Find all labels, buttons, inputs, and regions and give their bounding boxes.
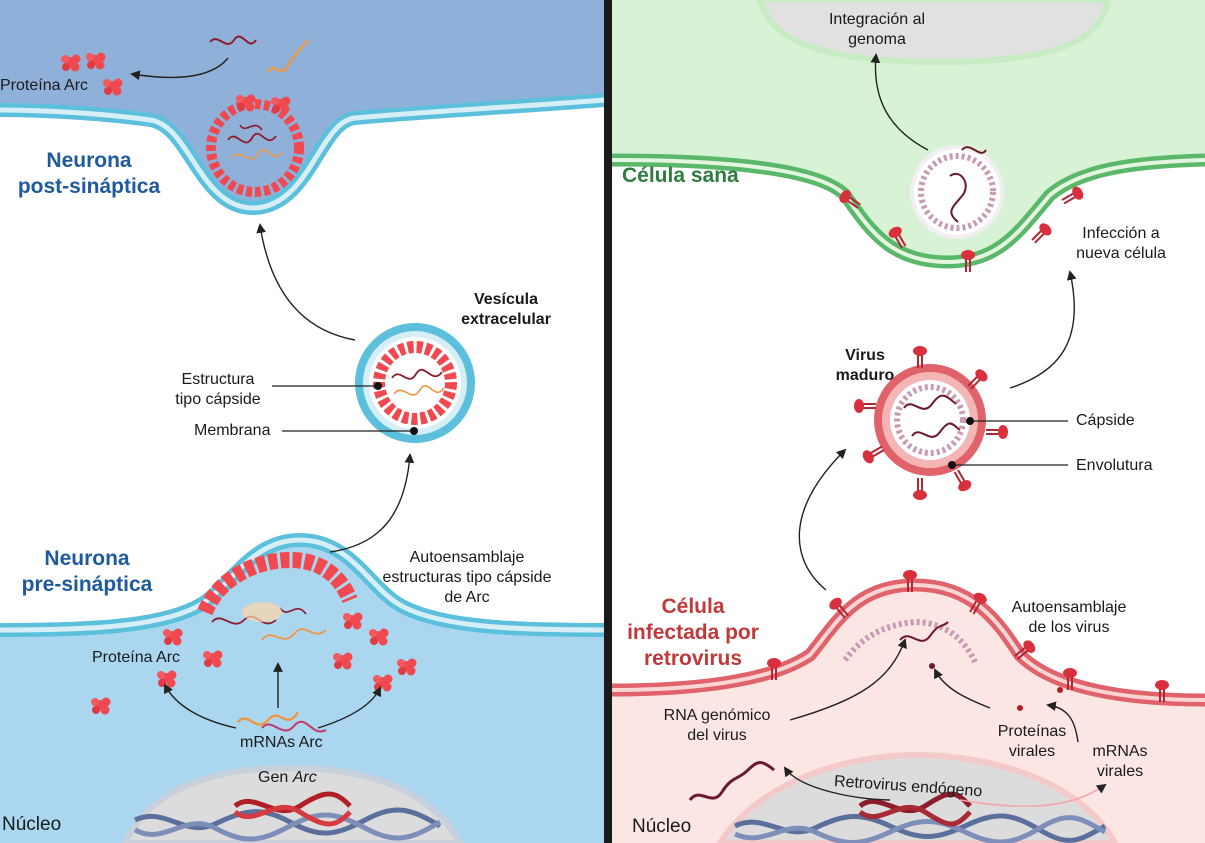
label-integration-line2: genoma bbox=[848, 31, 906, 48]
label-gene-prefix: Gen bbox=[258, 769, 293, 786]
label-mature-virus-line1: Virus bbox=[845, 347, 885, 364]
label-capsid: Cápside bbox=[1076, 412, 1135, 429]
arrow-infection bbox=[1009, 270, 1077, 389]
arc-mrna-top bbox=[209, 35, 257, 45]
genomic-rna bbox=[688, 761, 775, 802]
label-gene-arc: Gen Arc bbox=[258, 768, 317, 788]
label-infection-line2: nueva célula bbox=[1076, 245, 1166, 262]
label-self-assembly-line1: Autoensamblaje bbox=[409, 549, 525, 566]
label-virus-assembly-line1: Autoensamblaje bbox=[1011, 599, 1127, 616]
label-mature-virus: Virus maduro bbox=[820, 346, 910, 386]
entering-virus bbox=[910, 145, 1004, 239]
label-infection: Infección a nueva célula bbox=[1062, 224, 1180, 264]
label-membrane: Membrana bbox=[194, 422, 271, 439]
title-healthy-cell: Célula sana bbox=[622, 164, 739, 187]
panel-divider bbox=[604, 0, 612, 843]
label-nucleus-left: Núcleo bbox=[2, 814, 62, 835]
title-infected-cell: Célula infectada por retrovirus bbox=[618, 594, 768, 672]
title-infected-line1: Célula bbox=[661, 595, 725, 618]
label-mrna-arc: mRNAs Arc bbox=[240, 734, 323, 751]
arc-capsid-assembly bbox=[197, 551, 358, 616]
label-viral-proteins-line2: virales bbox=[1008, 743, 1056, 760]
arrow-release bbox=[329, 453, 415, 553]
label-capsid-like-line1: Estructura bbox=[181, 371, 255, 388]
label-capsid-like: Estructura tipo cápside bbox=[158, 370, 278, 410]
label-nucleus-right: Núcleo bbox=[632, 816, 692, 837]
healthy-nucleus bbox=[756, 0, 1112, 66]
title-post-line2: post-sináptica bbox=[17, 175, 161, 198]
label-vesicle-line2: extracelular bbox=[461, 311, 551, 328]
label-vesicle: Vesícula extracelular bbox=[444, 290, 568, 330]
arc-capsid-docked bbox=[206, 99, 304, 197]
label-vesicle-line1: Vesícula bbox=[473, 291, 539, 308]
label-virus-assembly-line2: de los virus bbox=[1028, 619, 1110, 636]
label-infection-line1: Infección a bbox=[1082, 225, 1160, 242]
title-post-synaptic: Neurona post-sináptica bbox=[4, 148, 174, 200]
label-envelope: Envolutura bbox=[1076, 457, 1153, 474]
label-self-assembly: Autoensamblaje estructuras tipo cápside … bbox=[362, 548, 572, 608]
title-pre-line2: pre-sináptica bbox=[21, 573, 153, 596]
arc-mrna-bottom bbox=[237, 711, 300, 726]
left-panel bbox=[0, 0, 604, 843]
arrow-integration bbox=[870, 53, 929, 151]
title-infected-line2: infectada por bbox=[627, 621, 759, 644]
title-post-line1: Neurona bbox=[46, 149, 132, 172]
label-viral-mrna-line2: virales bbox=[1096, 763, 1144, 780]
label-viral-proteins: Proteínas virales bbox=[986, 722, 1078, 762]
label-gene-name: Arc bbox=[292, 769, 317, 786]
healthy-cell bbox=[612, 0, 1205, 262]
label-arc-protein-top: Proteína Arc bbox=[0, 77, 89, 94]
label-viral-mrna-line1: mRNAs bbox=[1092, 743, 1148, 760]
label-self-assembly-line2: estructuras tipo cápside bbox=[382, 569, 552, 586]
arrow-transfer bbox=[256, 223, 356, 341]
label-viral-proteins-line1: Proteínas bbox=[997, 723, 1067, 740]
right-panel bbox=[612, 0, 1205, 843]
label-virus-assembly: Autoensamblaje de los virus bbox=[998, 598, 1140, 638]
label-genomic-rna-line1: RNA genómico bbox=[663, 707, 771, 724]
infected-cell bbox=[612, 585, 1205, 843]
label-genomic-rna-line2: del virus bbox=[687, 727, 747, 744]
label-mature-virus-line2: maduro bbox=[835, 367, 895, 384]
mature-virus-capsid bbox=[894, 384, 966, 456]
label-arc-protein-bottom: Proteína Arc bbox=[92, 649, 181, 666]
label-genomic-rna: RNA genómico del virus bbox=[652, 706, 782, 746]
label-self-assembly-line3: de Arc bbox=[444, 589, 490, 606]
title-infected-line3: retrovirus bbox=[643, 647, 743, 670]
label-integration: Integración al genoma bbox=[812, 10, 942, 50]
arrow-mrna-to-protein bbox=[130, 57, 229, 81]
arrow-to-mature bbox=[798, 448, 847, 591]
label-integration-line1: Integración al bbox=[828, 11, 926, 28]
pre-synaptic-neuron bbox=[0, 540, 604, 843]
label-capsid-like-line2: tipo cápside bbox=[175, 391, 261, 408]
title-pre-synaptic: Neurona pre-sináptica bbox=[4, 546, 170, 598]
title-pre-line1: Neurona bbox=[44, 547, 130, 570]
label-viral-mrna: mRNAs virales bbox=[1080, 742, 1160, 782]
post-synaptic-neuron bbox=[0, 0, 604, 209]
